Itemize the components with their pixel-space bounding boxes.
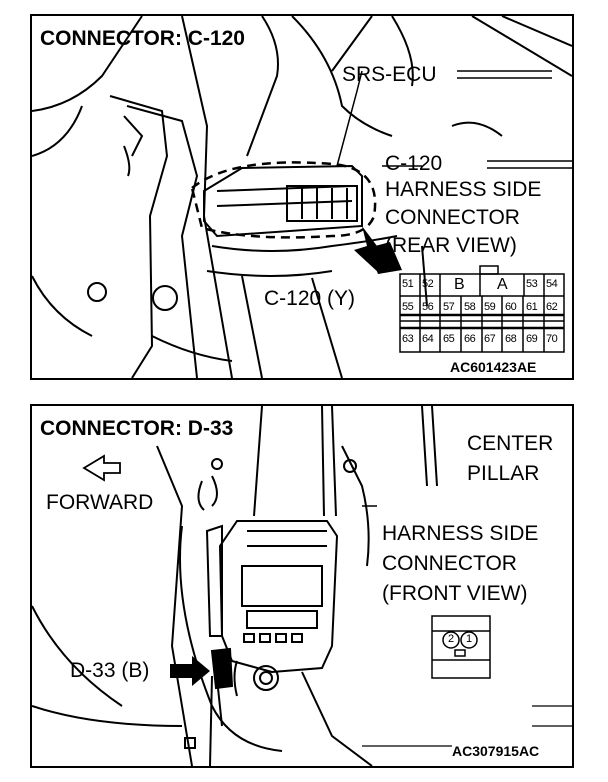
c120-pin: 68: [505, 333, 517, 345]
c120-callout-line2: HARNESS SIDE: [385, 178, 542, 201]
c120-pin: 53: [526, 278, 538, 290]
c120-pin: 67: [484, 333, 496, 345]
d33-location-drawing: [32, 406, 572, 766]
c120-title: CONNECTOR: C-120: [40, 27, 245, 50]
d33-pin-face: [431, 615, 491, 679]
d33-harness-line2: CONNECTOR: [382, 552, 517, 575]
c120-location-drawing: [32, 16, 572, 378]
c120-pin: 59: [484, 301, 496, 313]
c120-callout-line4: (REAR VIEW): [385, 234, 517, 257]
c120-pin: 58: [464, 301, 476, 313]
c120-figure-code: AC601423AE: [450, 359, 537, 375]
c120-pin: 62: [546, 301, 558, 313]
c120-pin-face: [399, 265, 565, 353]
c120-pin: B: [454, 276, 465, 293]
c120-pin: 61: [526, 301, 538, 313]
forward-label: FORWARD: [46, 491, 154, 514]
c120-pin: 65: [443, 333, 455, 345]
c120-pin: 57: [443, 301, 455, 313]
d33-harness-line1: HARNESS SIDE: [382, 522, 539, 545]
c120-callout-line1: C-120: [385, 152, 443, 175]
panel-connector-d33: CONNECTOR: D-33 CENTER PILLAR FORWARD HA…: [30, 404, 574, 768]
center-pillar-line2: PILLAR: [467, 462, 540, 485]
c120-pin: 63: [402, 333, 414, 345]
c120-pin: 64: [422, 333, 434, 345]
c120-pin: 51: [402, 278, 414, 290]
c120-pin: 60: [505, 301, 517, 313]
c120-pin: 69: [526, 333, 538, 345]
d33-harness-line3: (FRONT VIEW): [382, 582, 528, 605]
d33-connector-label: D-33 (B): [70, 659, 150, 682]
c120-pin: 56: [422, 301, 434, 313]
srs-ecu-label: SRS-ECU: [342, 63, 437, 86]
c120-callout-line3: CONNECTOR: [385, 206, 520, 229]
c120-connector-label: C-120 (Y): [264, 287, 356, 310]
d33-figure-code: AC307915AC: [452, 743, 540, 759]
c120-pin: 70: [546, 333, 558, 345]
panel-connector-c120: CONNECTOR: C-120 SRS-ECU C-120 HARNESS S…: [30, 14, 574, 380]
d33-pin: 2: [448, 633, 454, 645]
c120-pin: 55: [402, 301, 414, 313]
c120-pin: 54: [546, 278, 558, 290]
c120-pin: 52: [422, 278, 434, 290]
center-pillar-line1: CENTER: [467, 432, 554, 455]
c120-pin: 66: [464, 333, 476, 345]
d33-title: CONNECTOR: D-33: [40, 417, 234, 440]
d33-pin: 1: [466, 633, 472, 645]
c120-pin: A: [497, 276, 508, 293]
